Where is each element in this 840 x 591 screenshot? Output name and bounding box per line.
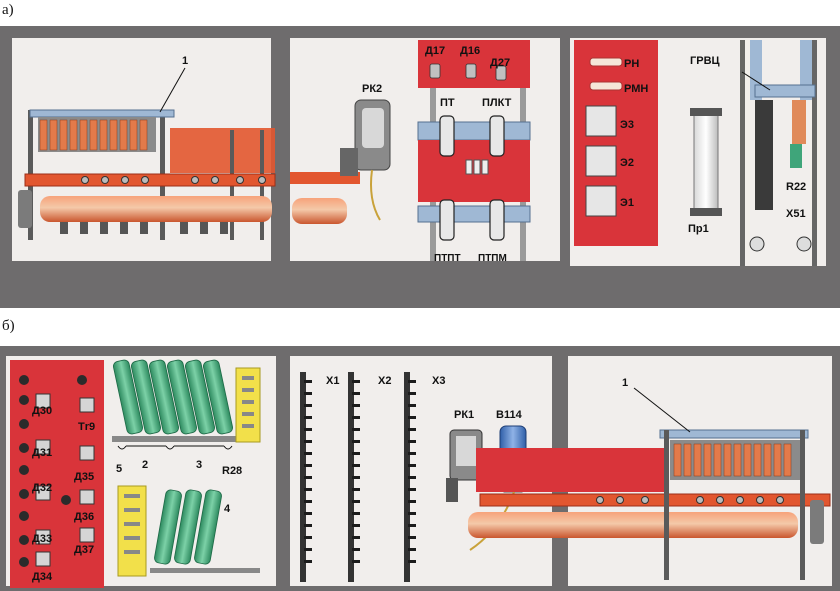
panel-a3: РН РМН Э3 Э2 Э1 Пр1 ГРВЦ R22 Х51: [570, 38, 826, 266]
label-rk2: РК2: [362, 83, 382, 95]
label-d36: Д36: [74, 511, 94, 523]
label-d35: Д35: [74, 471, 94, 483]
label-e1: Э1: [620, 197, 634, 209]
label-d37: Д37: [74, 544, 94, 556]
label-rmn: РМН: [624, 83, 648, 95]
label-pr1: Пр1: [688, 223, 709, 235]
label-d32: Д32: [32, 482, 52, 494]
label-plkt: ПЛКТ: [482, 97, 512, 109]
panel-b1: Д30 Д31 Д32 Д33 Д34 Тr9 Д35 Д36 Д37 2 3 …: [6, 356, 276, 588]
label-callout-4: 4: [224, 503, 231, 515]
label-d34: Д34: [32, 571, 53, 583]
panel-a2: РК2 Д17 Д16 Д27 ПТ ПЛКТ ПТПТ ПТПМ: [290, 38, 560, 264]
label-d16: Д16: [460, 45, 480, 57]
label-d33: Д33: [32, 533, 52, 545]
label-x2: Х2: [378, 375, 391, 387]
label-tr9: Тr9: [78, 421, 95, 433]
label-r28: R28: [222, 465, 242, 477]
section-a-marker: а): [2, 2, 14, 18]
label-v114: В114: [496, 409, 523, 421]
label-ptpm: ПТПМ: [478, 253, 507, 264]
label-grvc: ГРВЦ: [690, 55, 720, 67]
label-x3: Х3: [432, 375, 445, 387]
section-b-marker: б): [2, 318, 15, 334]
label-rk1: РК1: [454, 409, 474, 421]
panel-a1: 1: [12, 38, 276, 261]
label-x51: Х51: [786, 208, 806, 220]
label-e2: Э2: [620, 157, 634, 169]
label-e3: Э3: [620, 119, 634, 131]
label-r22: R22: [786, 181, 806, 193]
label-x1: Х1: [326, 375, 339, 387]
label-callout-3: 3: [196, 459, 202, 471]
label-callout-2: 2: [142, 459, 148, 471]
label-d30: Д30: [32, 405, 52, 417]
label-callout-1-a: 1: [182, 55, 188, 67]
label-callout-1-b: 1: [622, 377, 628, 389]
label-ptpt: ПТПТ: [434, 253, 461, 264]
label-rn: РН: [624, 58, 639, 70]
label-d31: Д31: [32, 447, 52, 459]
panel-b3: 1: [468, 356, 832, 586]
label-callout-5: 5: [116, 463, 122, 475]
label-d27: Д27: [490, 57, 510, 69]
label-pt: ПТ: [440, 97, 455, 109]
label-d17: Д17: [425, 45, 445, 57]
